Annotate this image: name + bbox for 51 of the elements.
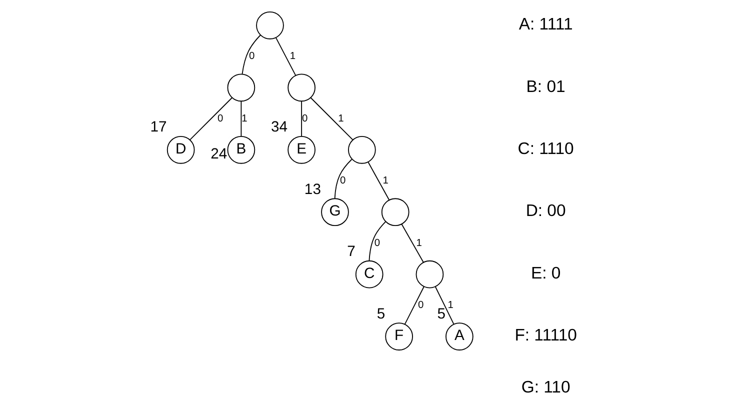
- connector: [310, 97, 354, 140]
- node-label: 5: [376, 306, 386, 322]
- connector: [240, 100, 242, 137]
- node-circle: A: [446, 322, 474, 350]
- node-label: 34: [271, 120, 288, 136]
- connector: [368, 161, 390, 200]
- node-circle: C: [355, 260, 384, 288]
- node-label: 24: [210, 146, 228, 163]
- connector: [190, 97, 232, 140]
- connector: [242, 34, 261, 74]
- label: B: 01: [526, 76, 566, 96]
- edge-label: 1: [290, 51, 296, 62]
- edge-label: 1: [448, 300, 454, 312]
- edge-label: 0: [302, 113, 308, 124]
- node-circle: E: [288, 136, 316, 164]
- edge-label: 0: [249, 51, 255, 62]
- edge-label: 1: [338, 113, 344, 124]
- label: A: 1111: [518, 14, 573, 34]
- connector: [301, 100, 302, 137]
- edge-label: 1: [416, 238, 422, 249]
- label: E: 0: [530, 263, 561, 282]
- node-circle: F: [385, 322, 413, 350]
- node-label: 5: [437, 306, 446, 322]
- edge-label: 0: [340, 176, 346, 187]
- label: F: 11110: [514, 326, 577, 345]
- label: G: 110: [521, 378, 570, 397]
- edge-label: 0: [374, 238, 380, 249]
- node-circle: [381, 198, 410, 226]
- connector: [404, 286, 424, 325]
- node-label: 13: [304, 182, 321, 198]
- node-circle: [416, 260, 444, 288]
- node-label: 17: [150, 120, 167, 136]
- label: D: 00: [526, 201, 566, 220]
- node-circle: [256, 12, 284, 40]
- connector: [334, 158, 352, 199]
- node-circle: [288, 74, 316, 102]
- edge-label: 0: [217, 113, 224, 124]
- label: C: 1110: [518, 138, 574, 158]
- connector: [434, 286, 454, 324]
- edge-label: 0: [418, 300, 424, 312]
- node-circle: B: [227, 136, 256, 164]
- node-circle: [227, 74, 256, 102]
- node-label: 7: [347, 244, 356, 260]
- connector: [275, 37, 296, 76]
- node-circle: [348, 136, 376, 164]
- connector: [368, 221, 386, 262]
- edge-label: 1: [242, 113, 248, 124]
- connector: [401, 224, 424, 263]
- node-circle: G: [321, 198, 349, 226]
- edge-label: 1: [382, 176, 388, 187]
- node-circle: D: [166, 136, 195, 164]
